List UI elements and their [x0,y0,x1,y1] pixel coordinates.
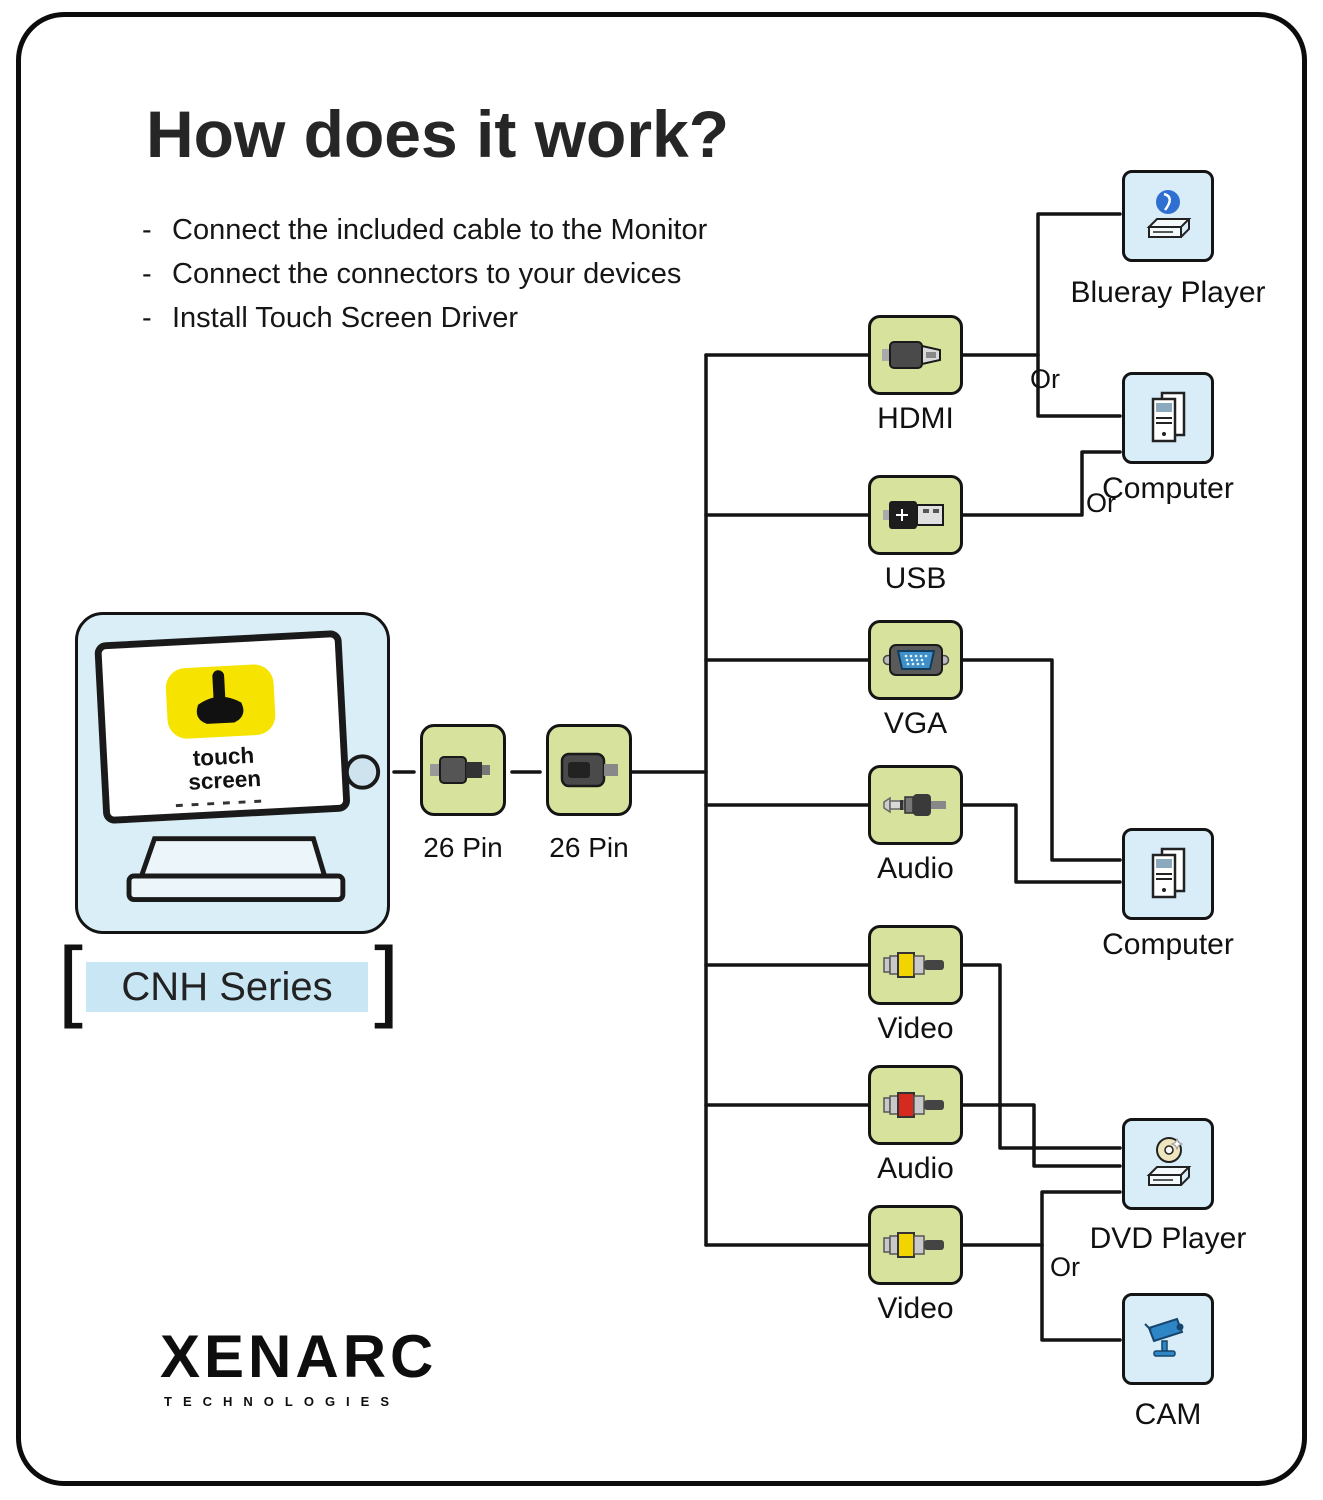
usb-connector-box [868,475,963,555]
audio-rca-connector-box [868,1065,963,1145]
brand-tagline: TECHNOLOGIES [164,1394,401,1409]
list-dash: - [142,214,152,246]
video-rca-label-1: Video [877,1012,954,1045]
hdmi-plug-icon [881,341,941,369]
dvd-player-label: DVD Player [1089,1222,1247,1255]
instruction-item: - Install Touch Screen Driver [142,302,707,335]
usb-plug-icon [882,501,944,529]
instruction-text: Install Touch Screen Driver [172,302,519,334]
hdmi-connector-box [868,315,963,395]
26pin-socket-icon [560,752,618,788]
cctv-camera-icon [1144,1317,1184,1357]
instruction-text: Connect the connectors to your devices [172,258,682,290]
video-rca-connector-box-2 [868,1205,963,1285]
hdmi-label: HDMI [877,402,954,435]
list-dash: - [142,258,152,290]
pin-connector-box-1 [420,724,506,816]
computer-label-1: Computer [1102,472,1234,505]
audio-rca-label: Audio [877,1152,954,1185]
dvd-player-box [1122,1118,1214,1210]
blueray-player-icon [1146,190,1192,238]
rca-video-plug-icon [882,1232,944,1258]
audio-jack-label: Audio [877,852,954,885]
pin-label-1: 26 Pin [423,832,503,863]
instruction-list: - Connect the included cable to the Moni… [142,214,707,346]
cam-label: CAM [1134,1398,1202,1431]
instruction-item: - Connect the connectors to your devices [142,258,707,291]
pin-connector-box-2 [546,724,632,816]
blueray-player-label: Blueray Player [1070,276,1266,309]
computer-tower-icon [1151,847,1186,899]
series-label: CNH Series [86,962,368,1012]
pin-label-2: 26 Pin [549,832,629,863]
computer-tower-icon [1151,391,1186,443]
brand-logo: XENARC TECHNOLOGIES [160,1322,437,1409]
vga-label: VGA [883,707,948,740]
blueray-player-box [1122,170,1214,262]
video-rca-connector-box-1 [868,925,963,1005]
list-dash: - [142,302,152,334]
touchscreen-monitor-icon: touch screen [94,630,381,902]
computer-box-2 [1122,828,1214,920]
monitor-panel: touch screen [75,612,390,934]
audio-minijack-icon [882,794,946,816]
rca-video-plug-icon [882,952,944,978]
computer-label-2: Computer [1102,928,1234,961]
or-label-hdmi: Or [1030,364,1060,394]
monitor-screen-text-1: touch [192,743,255,771]
page-title: How does it work? [146,97,730,171]
usb-label: USB [884,562,947,595]
computer-box-1 [1122,372,1214,464]
or-label-usb: Or [1086,488,1116,518]
touch-hand-icon [196,670,244,724]
vga-plug-icon [882,644,949,676]
series-bracket-right: ] [374,930,400,1030]
audio-jack-connector-box [868,765,963,845]
rca-audio-plug-icon [882,1092,944,1118]
26pin-plug-icon [430,756,490,784]
video-rca-label-2: Video [877,1292,954,1325]
cam-box [1122,1293,1214,1385]
series-bracket-left: [ [58,930,84,1030]
monitor-screen-text-2: screen [188,766,262,795]
or-label-video: Or [1050,1252,1080,1282]
dvd-player-icon [1146,1137,1192,1186]
instruction-text: Connect the included cable to the Monito… [172,214,708,246]
brand-name: XENARC [160,1323,438,1390]
vga-connector-box [868,620,963,700]
instruction-item: - Connect the included cable to the Moni… [142,214,707,247]
